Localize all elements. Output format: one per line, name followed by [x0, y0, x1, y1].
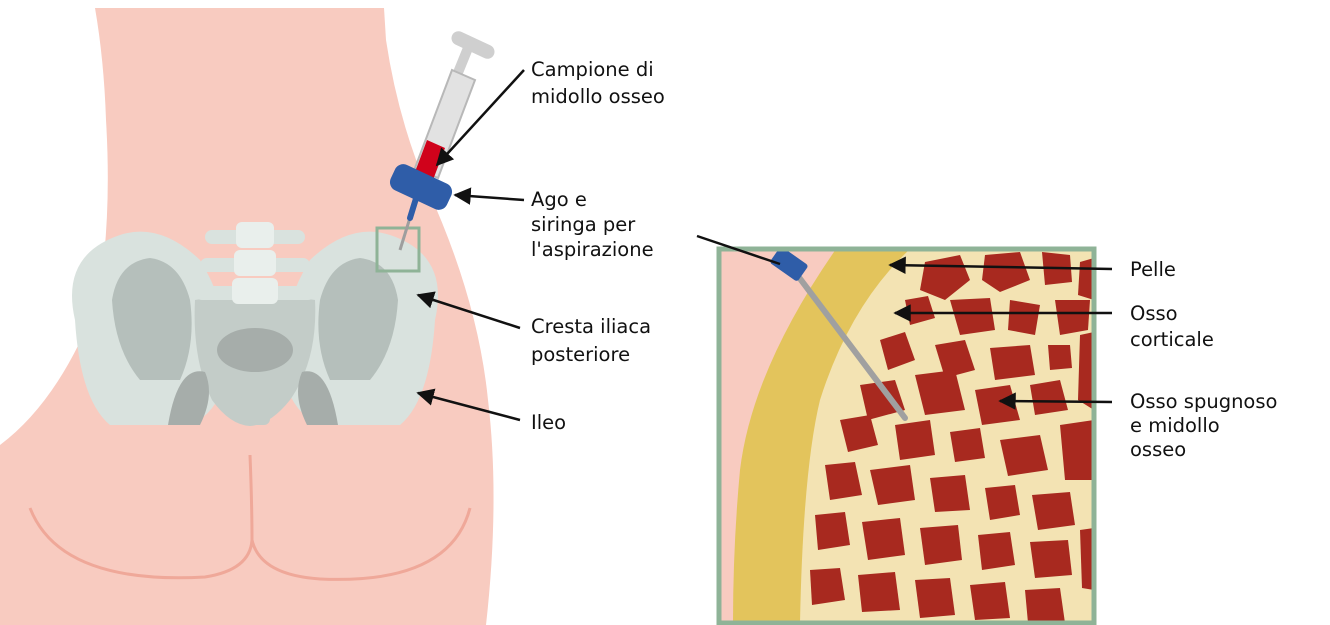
syringe-plunger-handle: [449, 29, 497, 61]
label-ileum: Ileo: [531, 411, 566, 434]
label-crest: Cresta iliaca posteriore: [531, 315, 657, 366]
coccyx: [240, 395, 270, 425]
label-cortical-line: corticale: [1130, 328, 1214, 351]
label-sample: Campione di midollo osseo: [531, 58, 665, 108]
label-spongy-line: osseo: [1130, 438, 1186, 461]
arrow-spongy: [1000, 401, 1112, 402]
label-skin-line: Pelle: [1130, 258, 1176, 281]
label-crest-line: posteriore: [531, 343, 630, 366]
label-needle-line: Ago e: [531, 188, 587, 211]
pelvis: [72, 222, 438, 426]
label-skin: Pelle: [1130, 258, 1176, 281]
label-cortical-line: Osso: [1130, 302, 1178, 325]
lumbar-spine: [195, 222, 315, 304]
label-spongy-line: Osso spugnoso: [1130, 390, 1277, 413]
label-crest-line: Cresta iliaca: [531, 315, 651, 338]
label-cortical: Osso corticale: [1130, 302, 1214, 351]
lower-back-figure: [0, 8, 497, 625]
zoomed-tissue-section: [719, 246, 1094, 623]
label-spongy-line: e midollo: [1130, 414, 1220, 437]
sacrum-center: [217, 328, 293, 372]
arrow-needle: [455, 195, 524, 200]
label-needle: Ago e siringa per l'aspirazione: [531, 188, 654, 261]
label-ileum-line: Ileo: [531, 411, 566, 434]
label-sample-line: midollo osseo: [531, 85, 665, 108]
label-sample-line: Campione di: [531, 58, 654, 81]
label-needle-line: siringa per: [531, 213, 636, 236]
label-spongy: Osso spugnoso e midollo osseo: [1130, 390, 1284, 461]
label-needle-line: l'aspirazione: [531, 238, 654, 261]
